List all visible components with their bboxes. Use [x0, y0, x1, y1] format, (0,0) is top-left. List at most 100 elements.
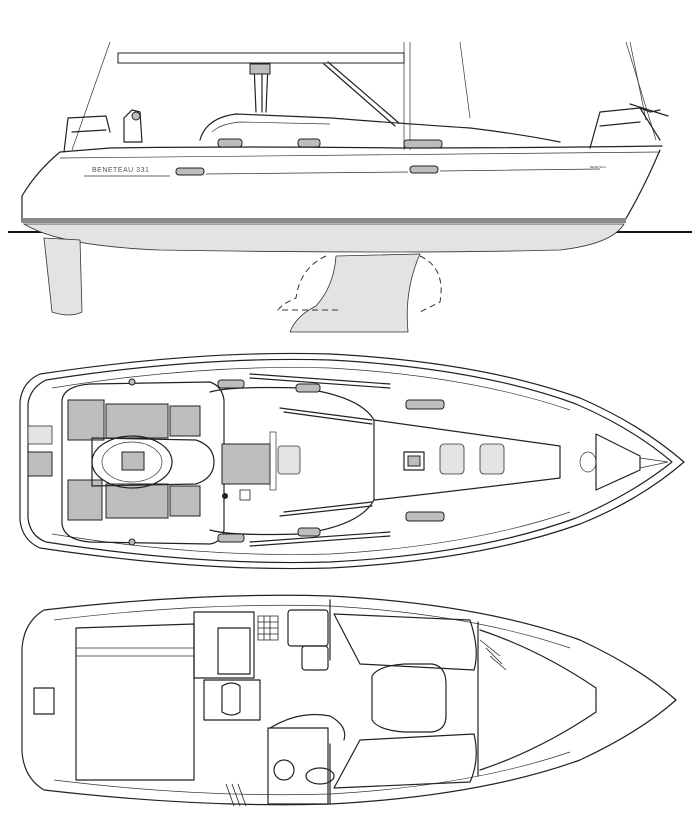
coachroof-outline: [209, 386, 375, 536]
winch-icon: [131, 111, 141, 121]
forward-hatch-1: [439, 443, 465, 475]
bow-name-label: BENETEAU: [590, 165, 606, 169]
skylight: [277, 445, 301, 475]
shroud: [459, 41, 471, 119]
winch-icon: [128, 538, 136, 546]
stern-pulpit: [63, 115, 111, 153]
cockpit-seat-6: [169, 485, 201, 517]
deck-edge-inner: [51, 367, 571, 555]
locker-hatching: [225, 783, 247, 807]
boom: [117, 52, 405, 64]
v-berth-hatching: [479, 639, 507, 671]
binnacle-icon: [121, 451, 145, 471]
v-berth-outline: [479, 629, 597, 771]
hull-port-2: [409, 165, 439, 174]
washbasin-icon: [305, 767, 335, 785]
interior-hull-outline: [21, 594, 677, 806]
pulpit-rail: [629, 103, 669, 117]
boom-vang: [323, 63, 396, 127]
cabin-trim: [211, 121, 331, 133]
forward-hatch-2: [479, 443, 505, 475]
hull-name-label: BENETEAU 331: [92, 167, 149, 174]
backstay: [71, 41, 111, 151]
hull-port-1: [175, 167, 205, 176]
genoa-track-port: [249, 373, 391, 389]
hull-topsides: [21, 149, 661, 223]
portlight-1: [217, 138, 243, 148]
interior-layout-view: [21, 594, 677, 807]
cockpit-outline: [61, 381, 225, 545]
hatch-small: [403, 451, 425, 471]
rudder: [43, 237, 83, 316]
saloon-settee-starboard: [333, 733, 477, 789]
cockpit-seat-3: [169, 405, 201, 437]
galley-grill: [257, 615, 279, 641]
companionway-garage: [269, 431, 277, 491]
toerail: [27, 358, 673, 564]
saloon-table: [371, 663, 447, 733]
cockpit-well: [91, 437, 215, 487]
deck-plan-view: [19, 352, 685, 570]
genoa-track-starboard: [249, 531, 391, 547]
underbody: [22, 223, 625, 253]
bow-pulpit: [589, 107, 661, 149]
cove-stripe: [84, 168, 601, 177]
head-compartment: [267, 727, 329, 805]
cabin-top: [199, 113, 561, 143]
helm-station: [123, 109, 143, 143]
handrail-starboard: [279, 501, 373, 517]
side-profile-view: BENETEAU 331 BENETEAU: [8, 41, 692, 333]
aft-cabin-divider: [76, 647, 194, 657]
forestay: [625, 41, 657, 141]
galley-counter: [193, 611, 255, 679]
foredeck-outline: [373, 419, 561, 501]
deck-port-5: [297, 527, 321, 537]
toilet-icon: [273, 759, 295, 781]
hatch-small-lens: [407, 455, 421, 467]
interior-hull-inner: [53, 604, 571, 796]
bow-fitting: [639, 457, 669, 469]
cockpit-seat-2: [105, 403, 169, 439]
deck-port-3: [405, 399, 445, 410]
companionway-steps: [269, 713, 346, 741]
handrail-port: [279, 407, 373, 425]
cockpit-seat-4: [67, 479, 103, 521]
deck-port-4: [217, 533, 245, 543]
aft-cabin-berth: [75, 623, 195, 781]
forestay-furler: [629, 41, 647, 121]
helm-wheel-inner: [101, 441, 163, 483]
keel: [289, 253, 421, 333]
galley-sink-2: [301, 645, 329, 671]
sheer-line: [59, 145, 663, 153]
deck-port-2: [295, 383, 321, 393]
galley-sink: [287, 609, 329, 647]
shoal-keel-outline: [277, 255, 442, 313]
deck-port-6: [405, 511, 445, 522]
rub-rail: [59, 151, 661, 159]
boom-vang-2: [327, 61, 400, 124]
companionway-hatch: [221, 443, 271, 485]
galley-stove: [217, 627, 251, 675]
nav-seat: [203, 679, 261, 721]
mainsheet-block: [249, 63, 271, 75]
boot-stripe: [22, 218, 626, 223]
anchor-roller: [579, 451, 597, 473]
portlight-2: [297, 138, 321, 148]
aft-locker: [33, 687, 55, 715]
cockpit-seat-1: [67, 399, 105, 441]
anchor-locker: [595, 433, 641, 491]
helm-wheel: [91, 435, 173, 489]
winch-icon: [128, 378, 136, 386]
cockpit-seat-5: [105, 483, 169, 519]
deck-outline: [19, 352, 685, 570]
deck-fitting: [239, 489, 251, 501]
saloon-settee-port: [333, 613, 477, 671]
portlight-3: [403, 139, 443, 149]
nav-seat-cushion: [221, 682, 241, 716]
cleat-icon: [222, 493, 228, 499]
stern-seat-1: [27, 425, 53, 445]
deck-port-1: [217, 379, 245, 389]
stern-step: [27, 451, 53, 477]
